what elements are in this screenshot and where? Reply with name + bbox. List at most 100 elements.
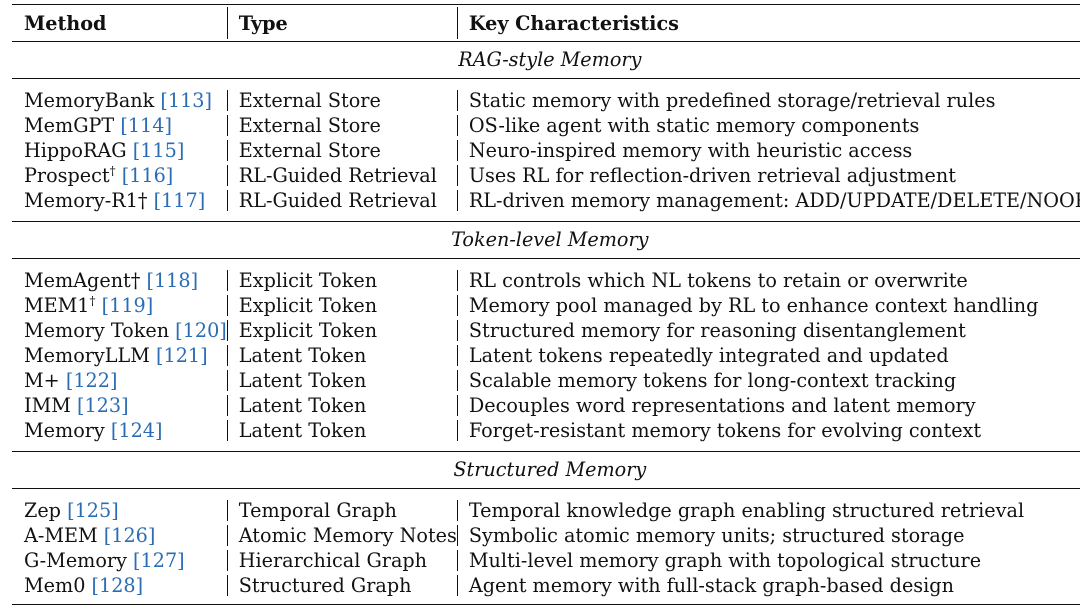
dagger-mark: † [109,164,116,178]
method-name: Memory-R1† [24,189,148,212]
method-name: G-Memory [24,549,127,572]
method-cell: M+ [122] [12,368,227,393]
key-characteristics-cell: RL controls which NL tokens to retain or… [456,268,1080,293]
key-characteristics-cell: Agent memory with full-stack graph-based… [456,573,1080,598]
key-characteristics-cell: Latent tokens repeatedly integrated and … [456,343,1080,368]
section-title: Token-level Memory [12,221,1080,259]
type-cell: External Store [226,138,457,163]
type-cell: Latent Token [226,368,457,393]
key-characteristics-cell: Temporal knowledge graph enabling struct… [456,498,1080,523]
key-characteristics-cell: Symbolic atomic memory units; structured… [456,523,1080,548]
citation-link[interactable]: [124] [110,419,163,442]
citation-link[interactable]: [127] [133,549,185,572]
method-name: MemoryLLM [24,344,150,367]
type-cell: External Store [226,88,457,113]
citation-link[interactable]: [125] [67,499,119,522]
method-name: Memory [24,419,105,442]
section-divider [12,598,1080,605]
citation-link[interactable]: [122] [65,369,118,392]
method-cell: G-Memory [127] [12,548,227,573]
method-name: A-MEM [24,524,98,547]
citation-link[interactable]: [113] [160,89,213,112]
citation-link[interactable]: [120] [175,319,227,342]
type-cell: Hierarchical Graph [226,548,457,573]
key-characteristics-cell: OS-like agent with static memory compone… [456,113,1080,138]
citation-link[interactable]: [119] [101,294,154,317]
method-name: Zep [24,499,61,522]
citation-link[interactable]: [128] [91,574,144,597]
section-header-row: Structured Memory [12,451,1080,489]
key-characteristics-cell: Neuro-inspired memory with heuristic acc… [456,138,1080,163]
type-cell: Explicit Token [226,268,457,293]
type-cell: Atomic Memory Notes [226,523,457,548]
citation-link[interactable]: [116] [121,164,174,187]
citation-link[interactable]: [121] [156,344,208,367]
method-cell: MemGPT [114] [12,113,227,138]
citation-link[interactable]: [126] [103,524,156,547]
method-cell: Memory Token [120] [12,318,227,343]
type-cell: RL-Guided Retrieval [226,188,457,213]
key-characteristics-cell: Forget-resistant memory tokens for evolv… [456,418,1080,443]
type-cell: Latent Token [226,418,457,443]
method-name: Mem0 [24,574,86,597]
spacer-row [12,489,1080,499]
method-cell: MemoryBank [113] [12,88,227,113]
memory-methods-table: Method Type Key Characteristics RAG-styl… [12,4,1080,605]
method-cell: MemoryLLM [121] [12,343,227,368]
type-cell: External Store [226,113,457,138]
method-name: HippoRAG [24,139,127,162]
key-characteristics-cell: Multi-level memory graph with topologica… [456,548,1080,573]
method-cell: IMM [123] [12,393,227,418]
section-header-row: RAG-style Memory [12,41,1080,79]
key-characteristics-cell: Scalable memory tokens for long-context … [456,368,1080,393]
header-method: Method [12,4,227,42]
method-cell: Prospect† [116] [12,163,227,188]
type-cell: Explicit Token [226,293,457,318]
type-cell: Latent Token [226,343,457,368]
spacer-row [12,79,1080,89]
key-characteristics-cell: Static memory with predefined storage/re… [456,88,1080,113]
method-name: MemGPT [24,114,115,137]
key-characteristics-cell: Structured memory for reasoning disentan… [456,318,1080,343]
method-name: M+ [24,369,60,392]
key-characteristics-cell: Uses RL for reflection-driven retrieval … [456,163,1080,188]
section-divider [12,213,1080,222]
method-name: Memory Token [24,319,170,342]
citation-link[interactable]: [115] [132,139,185,162]
key-characteristics-cell: Memory pool managed by RL to enhance con… [456,293,1080,318]
citation-link[interactable]: [114] [120,114,172,137]
type-cell: Temporal Graph [226,498,457,523]
method-cell: A-MEM [126] [12,523,227,548]
method-cell: Memory [124] [12,418,227,443]
key-characteristics-cell: Decouples word representations and laten… [456,393,1080,418]
citation-link[interactable]: [118] [146,269,199,292]
section-header-row: Token-level Memory [12,221,1080,259]
method-cell: Memory-R1† [117] [12,188,227,213]
type-cell: Explicit Token [226,318,457,343]
key-characteristics-cell: RL-driven memory management: ADD/UPDATE/… [456,188,1080,213]
type-cell: Structured Graph [226,573,457,598]
method-cell: HippoRAG [115] [12,138,227,163]
section-title: Structured Memory [12,451,1080,489]
header-key-characteristics: Key Characteristics [456,4,1080,42]
citation-link[interactable]: [117] [153,189,206,212]
dagger-mark: † [89,294,96,308]
method-name: MEM1 [24,294,90,317]
method-cell: Zep [125] [12,498,227,523]
section-title: RAG-style Memory [12,41,1080,79]
citation-link[interactable]: [123] [76,394,129,417]
method-cell: Mem0 [128] [12,573,227,598]
